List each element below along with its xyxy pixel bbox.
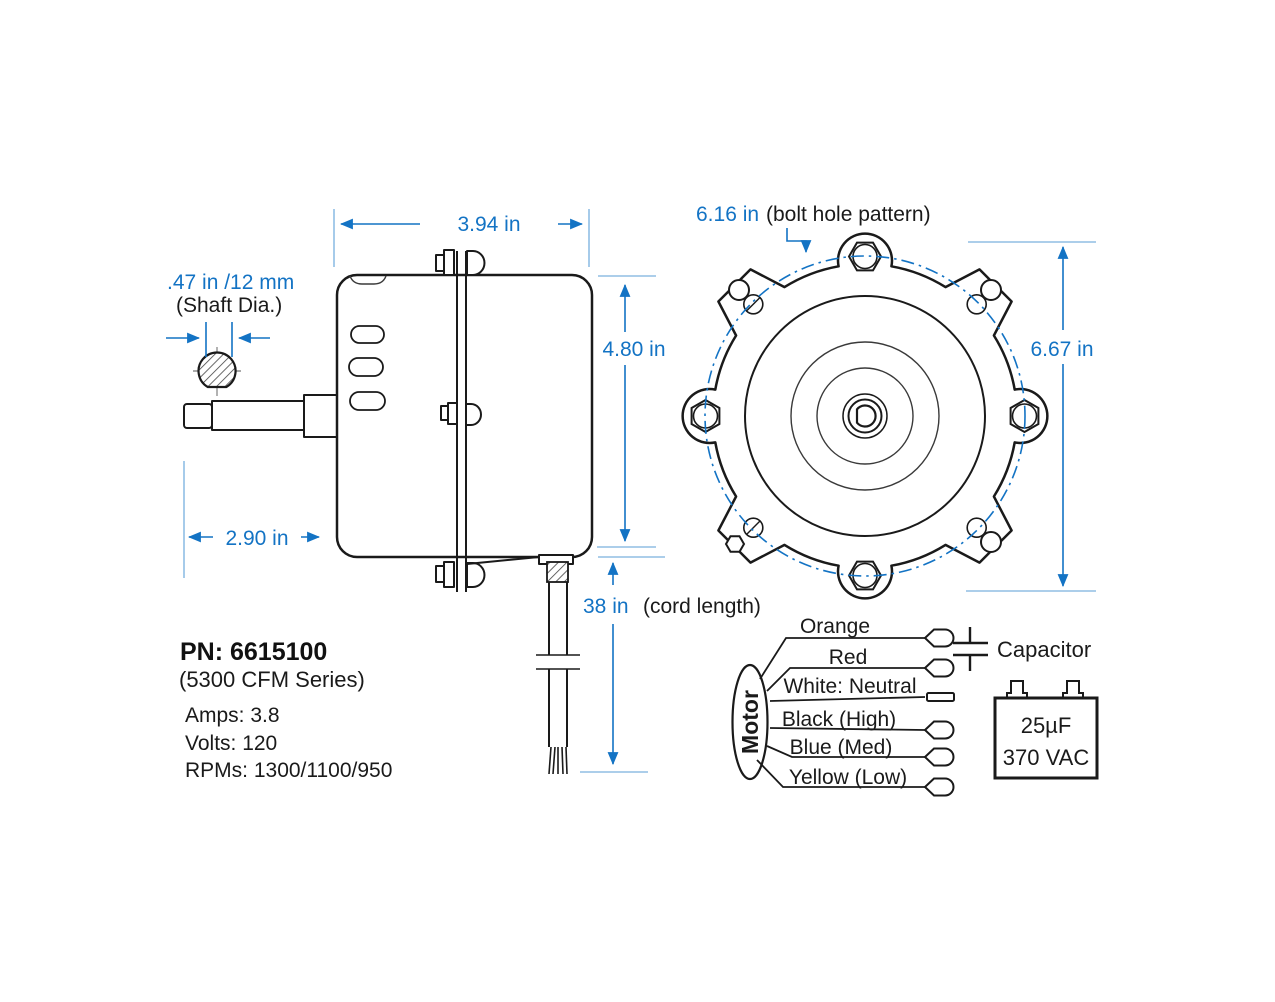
dim-bolt-pattern-note: (bolt hole pattern) bbox=[766, 203, 931, 226]
wire-label-orange: Orange bbox=[800, 615, 870, 638]
dim-width: 3.94 in bbox=[333, 209, 590, 267]
dim-shaft-length: 2.90 in bbox=[183, 461, 321, 578]
terminal-yellow bbox=[923, 777, 955, 797]
shaft-cross-section bbox=[193, 347, 241, 396]
terminal-orange bbox=[923, 628, 955, 648]
wire-red bbox=[766, 667, 925, 692]
side-view-dimensions: 3.94 in .47 in /12 mm (Shaft Dia.) 2.90 … bbox=[166, 209, 761, 773]
spec-volts: Volts: 120 bbox=[185, 732, 277, 755]
capacitor-vac-rating: 370 VAC bbox=[1003, 745, 1090, 770]
wire-label-black: Black (High) bbox=[782, 708, 896, 731]
dim-cord-note: (cord length) bbox=[643, 595, 761, 618]
capacitor-label: Capacitor bbox=[997, 637, 1091, 662]
wire-label-red: Red bbox=[829, 646, 868, 669]
wire-orange bbox=[759, 637, 925, 680]
dim-front-height-label: 6.67 in bbox=[1030, 338, 1093, 361]
dim-front-height: 6.67 in bbox=[966, 241, 1096, 592]
dim-cord-length: 38 in (cord length) bbox=[580, 556, 761, 773]
bolt-pattern-leader bbox=[786, 228, 812, 254]
capacitor-symbol bbox=[953, 627, 988, 671]
dim-cord-label: 38 in bbox=[583, 595, 629, 618]
wire-label-blue: Blue (Med) bbox=[790, 736, 893, 759]
motor-body bbox=[335, 273, 594, 559]
tab-hole-top-right bbox=[980, 279, 1002, 301]
motor-oval-label: Motor bbox=[737, 690, 763, 754]
dim-shaft-dia: .47 in /12 mm (Shaft Dia.) bbox=[166, 271, 294, 357]
dim-shaft-dia-note: (Shaft Dia.) bbox=[176, 294, 282, 317]
wire-black bbox=[769, 727, 926, 731]
wire-yellow bbox=[756, 759, 925, 788]
face-ring-inner bbox=[816, 367, 914, 465]
spec-rpms: RPMs: 1300/1100/950 bbox=[185, 759, 392, 782]
screw-slot bbox=[746, 520, 761, 535]
motor-front-view bbox=[681, 232, 1049, 600]
tab-hole-top-left bbox=[728, 279, 750, 301]
cord-frayed-end bbox=[548, 746, 568, 775]
strap-bolt-middle bbox=[440, 402, 482, 426]
wire-terminals bbox=[923, 628, 955, 797]
dim-bolt-pattern-label: 6.16 in bbox=[696, 203, 759, 226]
mounting-nuts bbox=[690, 241, 1040, 591]
wire-blue bbox=[766, 745, 925, 758]
tab-hole-bottom-right bbox=[980, 531, 1002, 553]
terminal-black bbox=[923, 720, 955, 740]
terminal-blue bbox=[923, 747, 955, 767]
dim-height-label: 4.80 in bbox=[602, 338, 665, 361]
nut-top bbox=[847, 241, 883, 272]
terminal-white-spade bbox=[926, 692, 955, 702]
bolt-circle-screws bbox=[742, 293, 988, 539]
dim-shaft-dia-label: .47 in /12 mm bbox=[167, 271, 294, 294]
bolt-hole-pattern-circle bbox=[704, 255, 1026, 577]
face-ring-outer bbox=[790, 341, 940, 491]
wire-label-yellow: Yellow (Low) bbox=[789, 766, 907, 789]
nut-left bbox=[690, 398, 721, 434]
tab-hole-bottom-left bbox=[724, 535, 746, 553]
motor-oval bbox=[731, 663, 769, 781]
body-seam bbox=[349, 275, 387, 285]
part-number: PN: 6615100 bbox=[180, 638, 327, 666]
nut-bottom bbox=[847, 560, 883, 591]
capacitor-terminal-tab bbox=[1062, 680, 1084, 698]
dim-shaft-length-label: 2.90 in bbox=[225, 527, 288, 550]
shaft-hub bbox=[842, 393, 888, 439]
motor-shaft bbox=[183, 394, 338, 438]
power-cord bbox=[466, 554, 580, 775]
screw-slot bbox=[746, 297, 761, 312]
vent-slots bbox=[348, 325, 386, 411]
dim-bolt-pattern: 6.16 in (bolt hole pattern) bbox=[696, 203, 931, 254]
front-view-dimensions: 6.16 in (bolt hole pattern) 6.67 in bbox=[696, 203, 1096, 592]
capacitor-box: 25µF 370 VAC bbox=[993, 680, 1099, 780]
strap-bolt-bottom bbox=[435, 561, 486, 588]
dim-width-label: 3.94 in bbox=[457, 213, 520, 236]
wire-label-white: White: Neutral bbox=[783, 675, 916, 698]
capacitor-terminal-tab bbox=[1006, 680, 1028, 698]
wire-white bbox=[769, 696, 926, 702]
spec-amps: Amps: 3.8 bbox=[185, 704, 280, 727]
tab-holes bbox=[724, 279, 1002, 553]
capacitor-uf-rating: 25µF bbox=[1021, 713, 1072, 738]
dim-height: 4.80 in bbox=[597, 275, 666, 548]
terminal-red bbox=[923, 658, 955, 678]
strap-bolt-top bbox=[435, 249, 486, 276]
spec-block: PN: 6615100 (5300 CFM Series) Amps: 3.8 … bbox=[179, 638, 392, 782]
motor-side-view bbox=[183, 249, 594, 775]
wiring-diagram: Motor Orange Red White: Neutral Black (H… bbox=[731, 615, 1099, 797]
series-label: (5300 CFM Series) bbox=[179, 667, 365, 692]
